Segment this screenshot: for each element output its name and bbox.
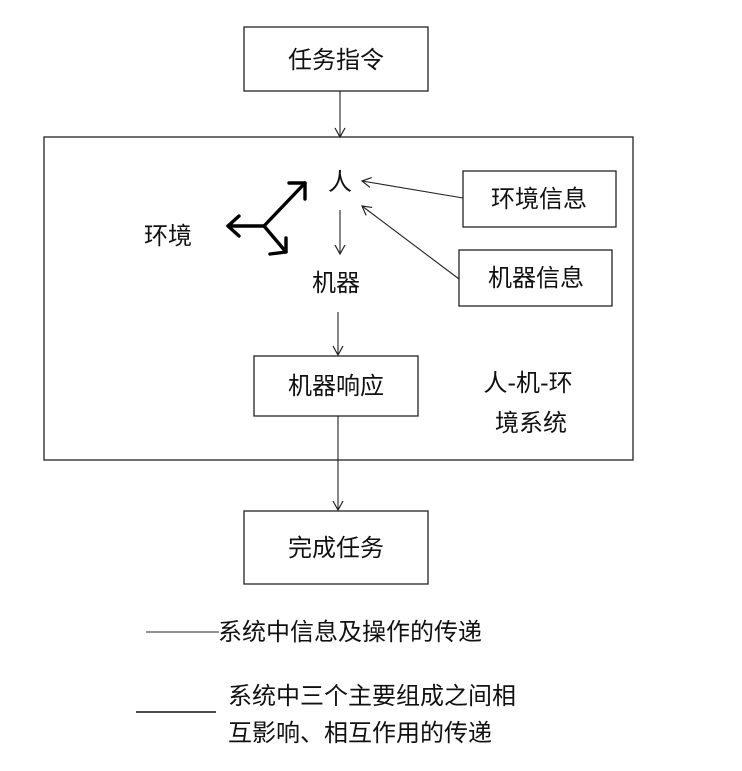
human-label: 人	[328, 168, 352, 196]
legend-thick-line-text-line2: 互影响、相互作用的传递	[228, 719, 492, 747]
machine-interaction-thick-line	[262, 224, 288, 254]
machine-info-box	[458, 249, 613, 307]
machine-info-arrow	[361, 205, 460, 280]
machine-response-label: 机器响应	[288, 372, 384, 400]
system-title-line2: 境系统	[495, 409, 567, 437]
environment-info-label: 环境信息	[491, 185, 587, 213]
machine-response-box	[253, 355, 419, 417]
human-interaction-thick-line	[262, 181, 307, 228]
environment-info-arrow	[360, 176, 464, 199]
environment-interaction-thick-arrowhead	[226, 214, 241, 238]
legend-thick-line-text-line1: 系统中三个主要组成之间相	[228, 682, 516, 710]
system-title-line1: 人-机-环	[483, 369, 572, 397]
task-command-label: 任务指令	[288, 46, 384, 74]
complete-task-box	[243, 510, 429, 585]
complete-task-label: 完成任务	[288, 534, 384, 562]
environment-info-box	[462, 170, 617, 228]
human-interaction-thick-arrowhead	[287, 181, 307, 201]
legend-thin-line-text: 系统中信息及操作的传递	[218, 618, 482, 646]
machine-info-label: 机器信息	[488, 264, 584, 292]
environment-label: 环境	[144, 222, 192, 250]
task-command-box	[243, 26, 429, 92]
machine-label: 机器	[312, 269, 360, 297]
machine-interaction-thick-arrowhead	[268, 236, 288, 256]
